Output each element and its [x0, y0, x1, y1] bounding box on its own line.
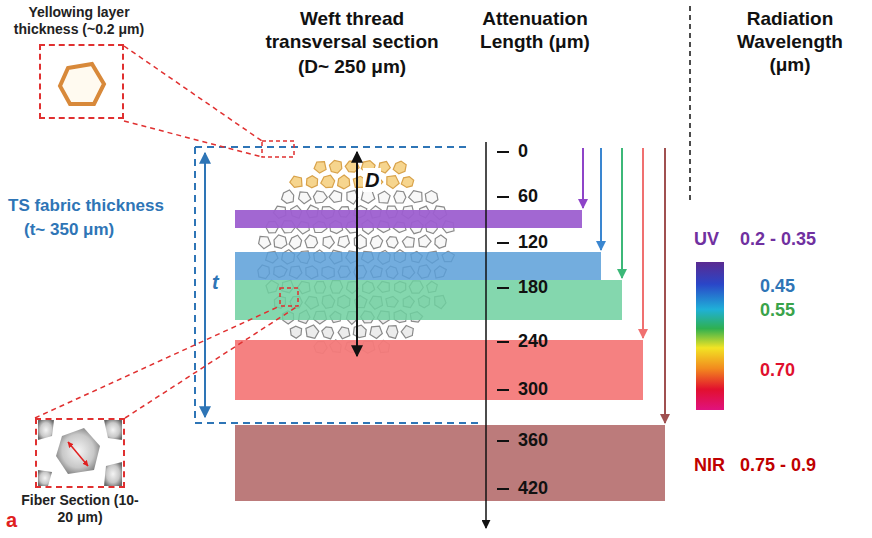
tick-label: 180 [518, 277, 548, 299]
fiber [305, 235, 318, 248]
red-band [235, 340, 643, 400]
separator [689, 6, 691, 200]
fiber [306, 325, 319, 338]
fiber [353, 325, 366, 338]
wavelength-colorbar [696, 262, 724, 410]
fiber [313, 191, 327, 203]
band-name: NIR [694, 455, 725, 477]
fiber [329, 190, 342, 202]
fiber [323, 236, 334, 248]
thickness-dimension: (t~ 350 μm) [24, 220, 114, 240]
fiber [386, 326, 398, 339]
fiber-inset: Fiber Section (10-20 μm) [15, 418, 145, 526]
fiber [386, 237, 398, 248]
band-name: UV [694, 229, 719, 251]
tick-label: 300 [518, 379, 548, 401]
fiber [338, 175, 350, 189]
depth-axis [485, 142, 487, 528]
leader-line [125, 306, 298, 418]
leader-line [124, 121, 262, 157]
fiber [419, 235, 432, 247]
fiber [290, 176, 302, 187]
fiber [361, 191, 375, 204]
fiber [299, 192, 311, 204]
tick-label: 240 [518, 331, 548, 353]
thickness-bracket [195, 147, 480, 423]
fiber [370, 235, 382, 248]
tick-label: 360 [518, 430, 548, 452]
section-heading: Weft thread transversal section [252, 8, 452, 54]
yellowing-spot [262, 141, 294, 157]
tick-label: 0 [518, 141, 528, 163]
fiber [321, 175, 335, 187]
fiber [425, 191, 438, 204]
inset-caption: Fiber Section (10-20 μm) [15, 492, 145, 526]
blue-arrow [600, 148, 602, 250]
fiber [282, 190, 294, 203]
fiber [274, 235, 287, 249]
fiber-sections [38, 420, 122, 486]
wavelength-value: 0.45 [760, 276, 795, 298]
uv-band [235, 210, 582, 228]
fiber [409, 191, 423, 203]
fiber [314, 162, 326, 174]
fiber-spot [280, 288, 298, 306]
nir-arrow [664, 148, 666, 423]
diameter-symbol: D [363, 168, 381, 192]
fiber [338, 327, 350, 339]
thickness-heading: TS fabric thickness [8, 196, 164, 216]
fiber [322, 327, 334, 339]
axis-ticks [497, 152, 509, 489]
fiber [402, 237, 414, 248]
fiber [387, 176, 399, 189]
tick-label: 60 [518, 186, 538, 208]
fiber [401, 326, 413, 339]
thickness-symbol: t [212, 270, 219, 294]
leader-line [35, 306, 280, 418]
fiber [393, 161, 406, 174]
fiber [290, 326, 301, 338]
axis-heading: Attenuation Length (μm) [465, 8, 605, 54]
fiber [306, 176, 317, 188]
fiber [338, 236, 350, 248]
tick-label: 420 [518, 478, 548, 500]
panel-letter: a [6, 508, 17, 532]
fiber [435, 235, 447, 248]
green-band [235, 280, 622, 320]
wavelength-value: 0.70 [760, 360, 795, 382]
wavelength-range: 0.75 - 0.9 [740, 455, 816, 477]
inset-frame [35, 418, 125, 488]
wavelength-value: 0.55 [760, 300, 795, 322]
fiber [329, 160, 341, 173]
thickness-arrow [204, 153, 206, 417]
green-arrow [621, 148, 623, 278]
fiber [378, 191, 390, 203]
wavelength-range: 0.2 - 0.35 [740, 229, 816, 251]
inset-caption: Yellowing layer thickness (~0.2 μm) [4, 4, 154, 38]
red-arrow [642, 148, 644, 338]
yellowing-inset: Yellowing layer thickness (~0.2 μm) [4, 4, 154, 119]
fiber [289, 235, 302, 249]
inset-frame [39, 44, 124, 119]
nir-band [235, 425, 665, 501]
fiber [401, 177, 413, 188]
wavelength-heading: Radiation Wavelength (μm) [720, 8, 860, 76]
fiber [370, 326, 382, 338]
blue-band [235, 252, 601, 280]
uv-arrow [582, 148, 584, 208]
section-dimension: (D~ 250 μm) [298, 56, 406, 79]
yellowed-fiber [60, 64, 104, 104]
fiber [394, 191, 406, 203]
fiber [259, 236, 271, 248]
diameter-arrow [356, 152, 358, 356]
tick-label: 120 [518, 232, 548, 254]
